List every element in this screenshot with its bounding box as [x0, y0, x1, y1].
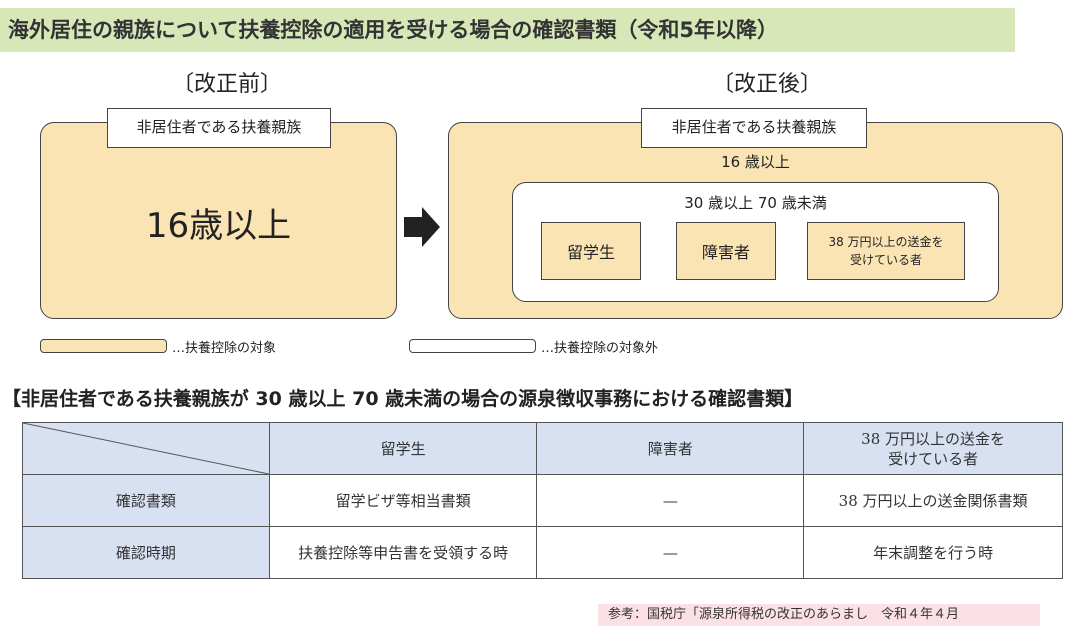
table-corner-cell — [22, 422, 270, 475]
diagonal-line — [23, 423, 269, 474]
category-remittance-line1: 38 万円以上の送金を — [828, 235, 944, 249]
column-header-remittance-line1: 38 万円以上の送金を — [861, 429, 1006, 448]
table-row: 確認書類 留学ビザ等相当書類 — 38 万円以上の送金関係書類 — [22, 474, 1063, 527]
age-range-label: 30 歳以上 70 歳未満 — [684, 194, 827, 212]
legend-label-excluded: …扶養控除の対象外 — [541, 341, 659, 356]
legend-swatch-excluded — [409, 339, 536, 353]
category-student: 留学生 — [541, 222, 641, 280]
cell-timing-remittance: 年末調整を行う時 — [803, 526, 1063, 579]
before-panel — [40, 122, 397, 319]
cell-documents-remittance: 38 万円以上の送金関係書類 — [803, 474, 1063, 527]
column-header-disabled: 障害者 — [536, 422, 805, 475]
before-age-condition: 16歳以上 — [145, 206, 292, 246]
after-dependent-tag: 非居住者である扶養親族 — [641, 108, 867, 148]
confirmation-documents-table: 留学生 障害者 38 万円以上の送金を 受けている者 確認書類 留学ビザ等相当書… — [22, 422, 1063, 579]
column-header-student: 留学生 — [268, 422, 538, 475]
category-remittance: 38 万円以上の送金を 受けている者 — [807, 222, 965, 280]
table-heading: 【非居住者である扶養親族が 30 歳以上 70 歳未満の場合の源泉徴収事務におけ… — [2, 388, 804, 410]
after-section-label: 〔改正後〕 — [712, 72, 823, 97]
column-header-remittance: 38 万円以上の送金を 受けている者 — [803, 422, 1063, 475]
category-remittance-line2: 受けている者 — [849, 253, 922, 267]
legend-swatch-target — [40, 339, 167, 353]
cell-timing-student: 扶養控除等申告書を受領する時 — [268, 526, 538, 579]
reference-note: 参考：国税庁「源泉所得税の改正のあらまし 令和４年４月 — [598, 604, 1040, 626]
column-header-remittance-line2: 受けている者 — [888, 449, 979, 468]
after-age-condition: 16 歳以上 — [721, 153, 790, 171]
page-title: 海外居住の親族について扶養控除の適用を受ける場合の確認書類（令和5年以降） — [0, 8, 1015, 52]
cell-documents-disabled: — — [536, 474, 805, 527]
before-dependent-tag: 非居住者である扶養親族 — [107, 108, 331, 148]
row-label-documents: 確認書類 — [22, 474, 270, 527]
category-disabled: 障害者 — [676, 222, 776, 280]
cell-documents-student: 留学ビザ等相当書類 — [268, 474, 538, 527]
legend-label-target: …扶養控除の対象 — [172, 341, 277, 356]
table-row: 確認時期 扶養控除等申告書を受領する時 — 年末調整を行う時 — [22, 526, 1063, 579]
arrow-right-icon — [404, 207, 440, 247]
cell-timing-disabled: — — [536, 526, 805, 579]
row-label-timing: 確認時期 — [22, 526, 270, 579]
table-header-row: 留学生 障害者 38 万円以上の送金を 受けている者 — [22, 422, 1063, 475]
before-section-label: 〔改正前〕 — [172, 72, 283, 97]
